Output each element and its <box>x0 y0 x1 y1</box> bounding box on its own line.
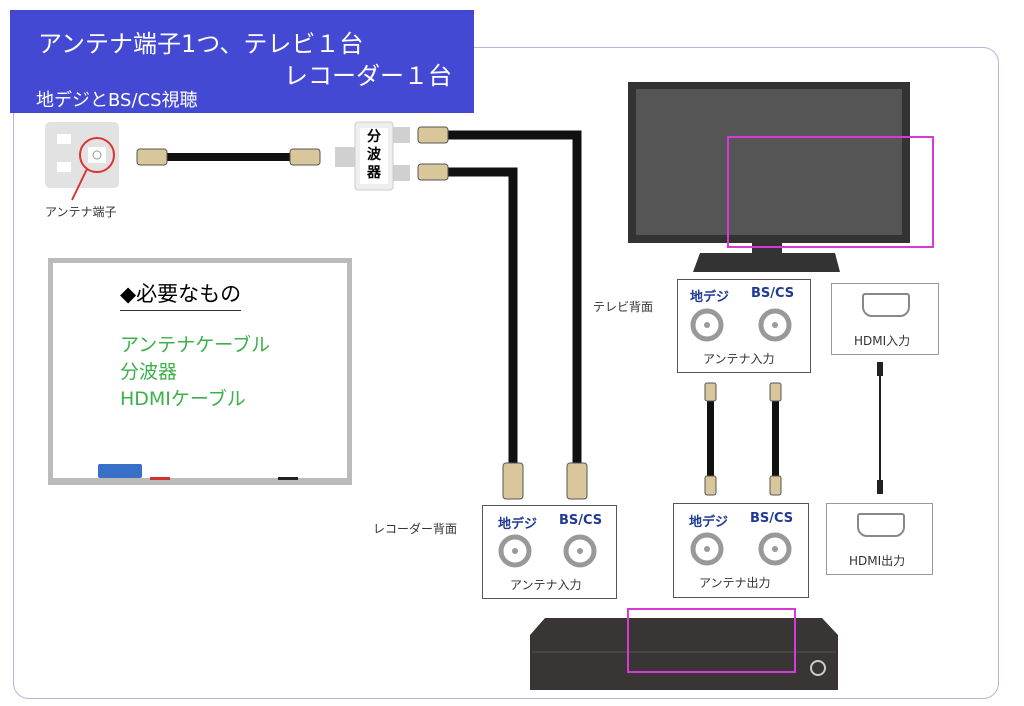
whiteboard-heading: ◆必要なもの <box>120 278 242 311</box>
port-terrestrial-label: 地デジ <box>498 517 538 532</box>
splitter-label: 分波器 <box>367 129 381 181</box>
tv-highlight <box>727 136 934 248</box>
outlet-label: アンテナ端子 <box>45 205 117 219</box>
hdmi-cable-icon <box>877 362 883 494</box>
item-antenna-cable: アンテナケーブル <box>120 334 271 356</box>
hdmi-input-label: HDMI入力 <box>854 334 911 348</box>
port-bscs-label: BS/CS <box>750 511 794 526</box>
port-bscs-label: BS/CS <box>559 513 603 528</box>
tv-icon <box>628 82 910 272</box>
subtitle: 地デジとBS/CS視聴 <box>36 90 198 111</box>
short-cables-icon <box>704 382 782 496</box>
splitter-icon <box>335 121 410 191</box>
title-banner: アンテナ端子1つ、テレビ１台 レコーダー１台 地デジとBS/CS視聴 <box>10 10 474 113</box>
recorder-highlight <box>627 608 796 673</box>
hdmi-output-panel: HDMI出力 <box>826 503 933 575</box>
whiteboard-icon <box>48 258 352 485</box>
title-line1: アンテナ端子1つ、テレビ１台 <box>38 30 364 58</box>
wall-outlet-icon <box>45 122 119 201</box>
port-caption: アンテナ入力 <box>510 578 582 592</box>
port-caption: アンテナ入力 <box>703 352 775 366</box>
recorder-antenna-output-panel: 地デジ BS/CS アンテナ出力 <box>673 503 809 598</box>
recorder-back-label: レコーダー背面 <box>373 522 458 536</box>
frame <box>13 47 999 699</box>
port-terrestrial-label: 地デジ <box>690 290 730 305</box>
hdmi-port-icon <box>857 513 905 537</box>
recorder-antenna-input-panel: 地デジ BS/CS アンテナ入力 <box>482 505 617 599</box>
item-hdmi-cable: HDMIケーブル <box>120 388 246 410</box>
tv-antenna-input-panel: 地デジ BS/CS アンテナ入力 <box>677 279 811 373</box>
antenna-cable-icon <box>136 148 321 166</box>
hdmi-output-label: HDMI出力 <box>849 554 906 568</box>
port-caption: アンテナ出力 <box>699 576 771 590</box>
port-bscs-label: BS/CS <box>751 286 795 301</box>
hdmi-port-icon <box>862 293 910 317</box>
item-splitter: 分波器 <box>120 361 178 383</box>
title-line2: レコーダー１台 <box>284 62 452 90</box>
recorder-icon <box>530 618 838 690</box>
hdmi-input-panel: HDMI入力 <box>831 283 939 355</box>
port-terrestrial-label: 地デジ <box>689 515 729 530</box>
splitter-cables-icon <box>417 126 588 500</box>
tv-back-label: テレビ背面 <box>593 300 654 314</box>
